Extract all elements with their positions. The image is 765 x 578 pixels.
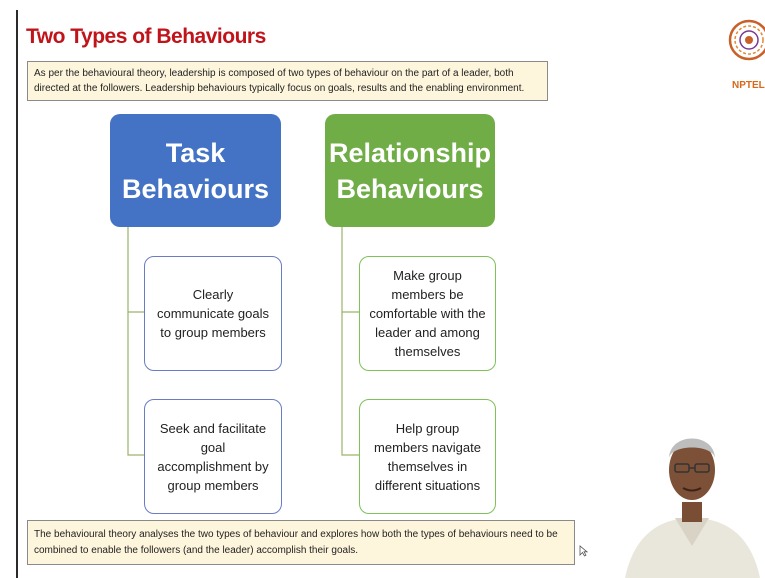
logo-caption: NPTEL: [732, 80, 765, 91]
footer-textbox: The behavioural theory analyses the two …: [27, 520, 575, 565]
intro-textbox: As per the behavioural theory, leadershi…: [27, 61, 548, 101]
task-item-facilitate-goals: Seek and facilitate goal accomplishment …: [144, 399, 282, 514]
task-item-communicate-goals: Clearly communicate goals to group membe…: [144, 256, 282, 371]
task-header-line1: Task: [165, 137, 226, 168]
slide-title: Two Types of Behaviours: [26, 25, 266, 48]
relationship-header-line2: Behaviours: [336, 173, 484, 204]
relationship-connector-lines: [341, 226, 359, 456]
presenter-video-thumbnail: [620, 418, 765, 578]
relationship-behaviours-header: Relationship Behaviours: [325, 114, 495, 227]
relationship-item-navigate: Help group members navigate themselves i…: [359, 399, 496, 514]
task-connector-lines: [127, 226, 144, 456]
mouse-cursor-icon: [579, 545, 588, 557]
relationship-header-line1: Relationship: [328, 137, 491, 168]
slide-left-border: [16, 10, 18, 578]
task-header-line2: Behaviours: [121, 173, 270, 204]
task-behaviours-header: Task Behaviours: [110, 114, 281, 227]
relationship-item-comfortable: Make group members be comfortable with t…: [359, 256, 496, 371]
nptel-logo-icon: [727, 17, 765, 63]
